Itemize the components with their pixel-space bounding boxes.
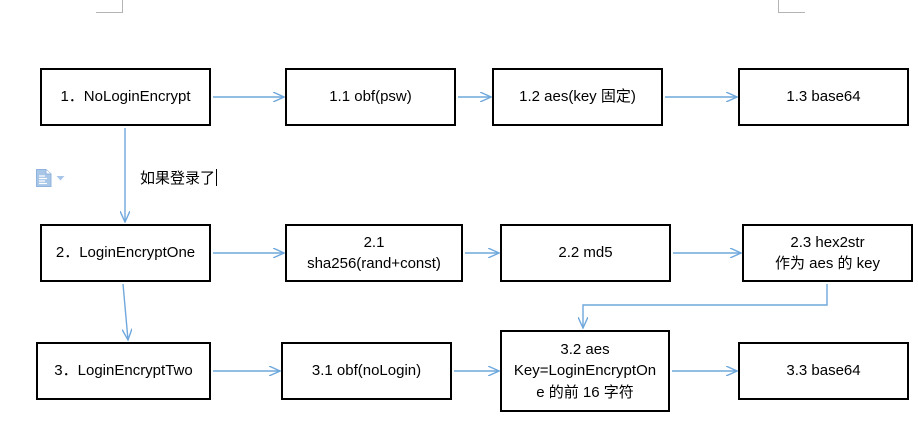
flow-node-1-3-line-1: 1.3 base64 bbox=[786, 88, 861, 106]
top-left-margin-mark bbox=[96, 0, 123, 13]
text-caret bbox=[216, 169, 218, 186]
flow-node-3-1[interactable]: 3.1 obf(noLogin) bbox=[281, 342, 452, 400]
edge-2-to-3 bbox=[123, 283, 128, 340]
flow-node-3-2-line-2: Key=LoginEncryptOn bbox=[513, 362, 657, 380]
paste-options-button[interactable] bbox=[36, 168, 68, 188]
if-logged-in-text: 如果登录了 bbox=[140, 170, 216, 187]
flow-node-3-2[interactable]: 3.2 aes Key=LoginEncryptOn e 的前 16 字符 bbox=[500, 330, 670, 412]
flow-node-1-3[interactable]: 1.3 base64 bbox=[738, 68, 909, 126]
flow-node-3-2-line-3: e 的前 16 字符 bbox=[536, 383, 634, 401]
flow-node-1-2-line-1: 1.2 aes(key 固定) bbox=[519, 88, 636, 106]
flow-node-3-3-line-1: 3.3 base64 bbox=[786, 362, 861, 380]
flow-node-3-2-line-1: 3.2 aes bbox=[560, 341, 610, 359]
flow-node-1-2[interactable]: 1.2 aes(key 固定) bbox=[492, 68, 663, 126]
chevron-down-icon[interactable] bbox=[56, 175, 65, 181]
flow-node-1-line-1: 1．NoLoginEncrypt bbox=[60, 88, 191, 106]
top-right-margin-mark bbox=[778, 0, 805, 13]
flow-node-1-1-line-1: 1.1 obf(psw) bbox=[329, 88, 412, 106]
flow-node-2-3[interactable]: 2.3 hex2str 作为 aes 的 key bbox=[742, 224, 913, 282]
flow-node-2-line-1: 2．LoginEncryptOne bbox=[55, 244, 196, 262]
flow-node-2-2[interactable]: 2.2 md5 bbox=[500, 224, 671, 282]
flow-node-2-3-line-2: 作为 aes 的 key bbox=[774, 255, 881, 272]
flow-node-3-line-1: 3．LoginEncryptTwo bbox=[54, 362, 193, 380]
flow-node-2[interactable]: 2．LoginEncryptOne bbox=[40, 224, 211, 282]
flow-node-2-3-line-1: 2.3 hex2str bbox=[790, 233, 865, 251]
flow-node-3-3[interactable]: 3.3 base64 bbox=[738, 342, 909, 400]
flow-node-1-1[interactable]: 1.1 obf(psw) bbox=[285, 68, 456, 126]
flow-node-1[interactable]: 1．NoLoginEncrypt bbox=[40, 68, 211, 126]
if-logged-in-label[interactable]: 如果登录了 bbox=[140, 169, 218, 187]
flow-node-2-1-line-2: sha256(rand+const) bbox=[307, 255, 441, 272]
paste-document-icon bbox=[36, 169, 52, 187]
flow-node-3-1-line-1: 3.1 obf(noLogin) bbox=[311, 362, 422, 380]
edge-2.3-to-3.2 bbox=[583, 284, 828, 328]
flow-node-2-1-line-1: 2.1 bbox=[363, 233, 385, 251]
flow-node-2-1[interactable]: 2.1 sha256(rand+const) bbox=[285, 224, 463, 282]
flow-node-2-2-line-1: 2.2 md5 bbox=[558, 244, 613, 262]
flow-node-3[interactable]: 3．LoginEncryptTwo bbox=[36, 342, 211, 400]
